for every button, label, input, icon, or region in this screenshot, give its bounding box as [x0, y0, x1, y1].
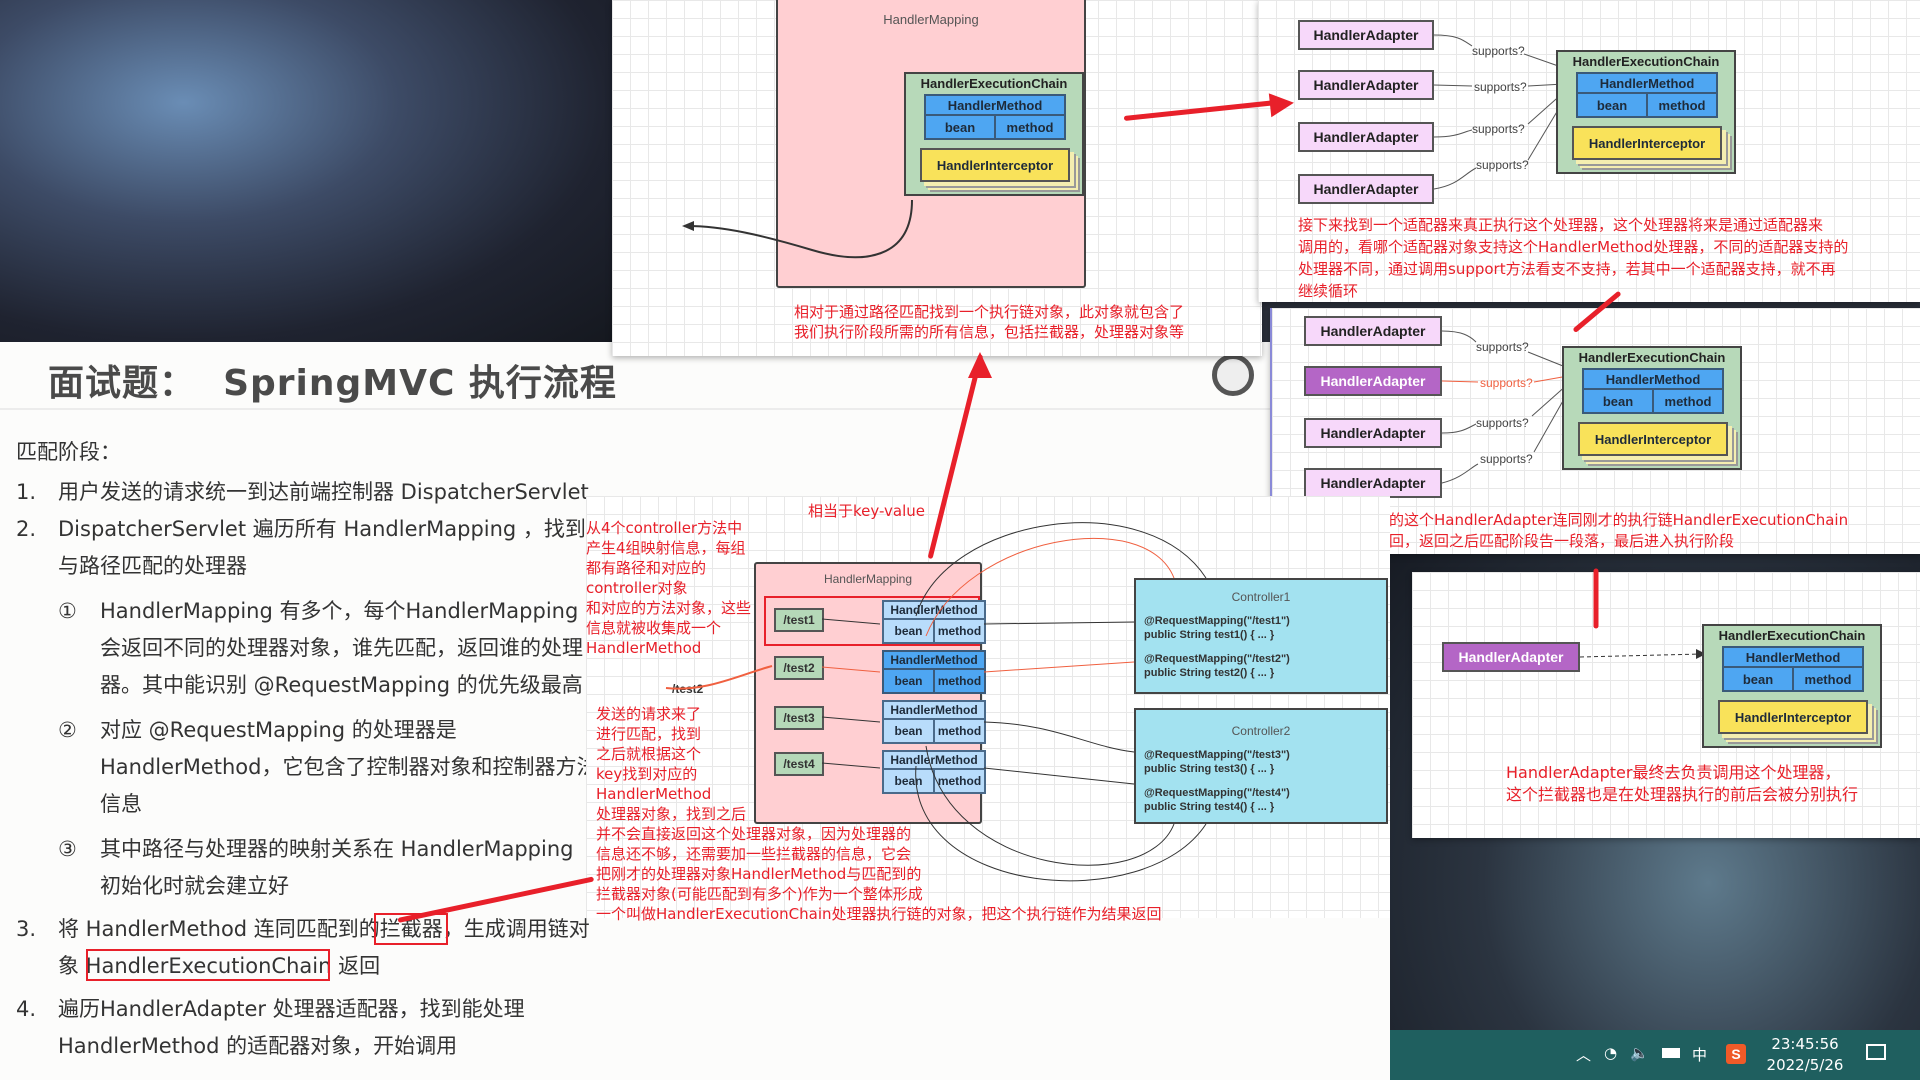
wifi-icon[interactable]: ◔	[1604, 1044, 1618, 1062]
logo-icon	[1212, 354, 1254, 396]
handler-execution-chain: HandlerExecutionChain HandlerMethod bean…	[1702, 624, 1882, 748]
mapping-connectors	[665, 522, 1207, 882]
path-test1: /test1	[774, 608, 824, 632]
diagram-adapter-invoke: HandlerAdapter HandlerExecutionChain Han…	[1412, 572, 1920, 838]
diagram1-note: 相对于通过路径匹配找到一个执行链对象，此对象就包含了我们执行阶段所需的所有信息，…	[794, 303, 1185, 341]
arrow-down-to-adapter	[1593, 568, 1599, 629]
return-arrow	[682, 199, 913, 259]
diagram-adapters-1: HandlerAdapter HandlerAdapter HandlerAda…	[1258, 0, 1920, 302]
diagram4-note: HandlerAdapter最终去负责调用这个处理器，这个拦截器也是在处理器执行…	[1506, 763, 1859, 804]
volume-icon[interactable]: 🔈	[1630, 1044, 1649, 1062]
handler-mapping-box: HandlerMapping HandlerExecutionChain Han…	[776, 0, 1086, 288]
handler-execution-chain: HandlerExecutionChain HandlerMethod bean…	[904, 72, 1084, 196]
handler-mapping-box: HandlerMapping /test1 /test2 /test3 /tes…	[754, 562, 986, 824]
path-test3: /test3	[774, 706, 824, 730]
kv-note: 相当于key-value	[808, 502, 925, 520]
diagram-handler-mapping: HandlerMapping HandlerExecutionChain Han…	[612, 0, 1262, 356]
handler-adapter-3: HandlerAdapter	[1298, 122, 1434, 152]
path-test2: /test2	[774, 656, 824, 680]
path-test4: /test4	[774, 752, 824, 776]
diagram-mapping-detail: 相当于key-value 从4个controller方法中产生4组映射信息，每组…	[586, 496, 1390, 923]
chevron-up-icon[interactable]: ︿	[1576, 1046, 1592, 1064]
handler-adapter: HandlerAdapter	[1442, 642, 1580, 672]
notification-icon[interactable]	[1866, 1044, 1886, 1060]
title-divider	[0, 408, 1390, 410]
battery-icon[interactable]	[1662, 1048, 1680, 1058]
step-1: 1. 用户发送的请求统一到达前端控制器 DispatcherServlet	[16, 480, 589, 504]
step-3: 3. 将 HandlerMethod 连同匹配到的拦截器，生成调用链对象 Han…	[0, 911, 600, 985]
diagram2-note: 接下来找到一个适配器来真正执行这个处理器，这个处理器将来是通过适配器来调用的，看…	[1298, 216, 1849, 300]
highlight-box-chain	[86, 949, 330, 981]
handler-adapter-selected: HandlerAdapter	[1304, 366, 1442, 396]
arrowhead-icon	[1268, 90, 1296, 118]
step-list: 1. 用户发送的请求统一到达前端控制器 DispatcherServlet 2.…	[0, 474, 600, 1065]
handler-adapter-3: HandlerAdapter	[1304, 418, 1442, 448]
handler-adapter-4: HandlerAdapter	[1298, 174, 1434, 204]
handler-mapping-label: HandlerMapping	[883, 12, 979, 27]
handler-interceptor: HandlerInterceptor	[920, 148, 1070, 182]
handler-execution-chain: HandlerExecutionChain HandlerMethod bean…	[1556, 50, 1736, 174]
sogou-icon[interactable]: S	[1726, 1044, 1746, 1064]
slide-title: 面试题： SpringMVC 执行流程	[48, 363, 617, 404]
ime-indicator[interactable]: 中	[1692, 1046, 1708, 1064]
diagram-adapters-2: HandlerAdapter HandlerAdapter HandlerAda…	[1270, 308, 1920, 554]
controller1: Controller1 @RequestMapping("/test1")pub…	[1134, 578, 1388, 694]
diagram3-note: 此时直接把找到的这个HandlerAdapter连同刚才的执行链HandlerE…	[1284, 511, 1849, 550]
step-2: 2. DispatcherServlet 遍历所有 HandlerMapping…	[16, 517, 586, 578]
arrowhead-icon	[968, 352, 992, 378]
handler-execution-chain: HandlerExecutionChain HandlerMethod bean…	[1562, 346, 1742, 470]
controller2: Controller2 @RequestMapping("/test3")pub…	[1134, 708, 1388, 824]
handler-adapter-1: HandlerAdapter	[1304, 316, 1442, 346]
section-label: 匹配阶段：	[16, 440, 121, 464]
handler-adapter-2: HandlerAdapter	[1298, 70, 1434, 100]
wallpaper-top-left	[0, 0, 612, 342]
handler-adapter-1: HandlerAdapter	[1298, 20, 1434, 50]
